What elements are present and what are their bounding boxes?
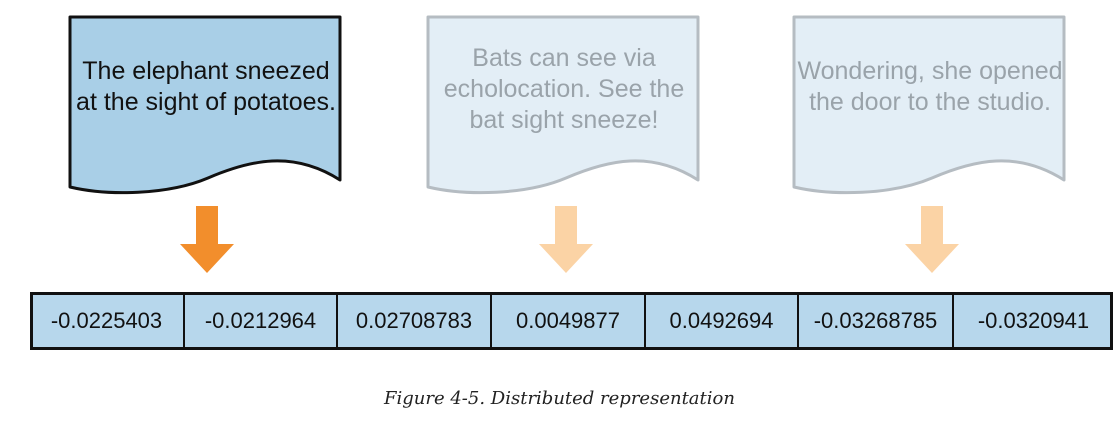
document-shape-3 <box>792 15 1066 195</box>
document-line: Bats can see via <box>472 43 656 72</box>
document-shape-1 <box>68 15 342 195</box>
vector-cell: 0.02708783 <box>338 292 492 350</box>
embedding-vector: -0.0225403 -0.0212964 0.02708783 0.00498… <box>30 292 1113 350</box>
document-text-3: Wondering, she opened the door to the st… <box>792 22 1068 152</box>
vector-cell: 0.0049877 <box>492 292 646 350</box>
vector-cell: -0.0212964 <box>185 292 338 350</box>
vector-cell: 0.0492694 <box>646 292 799 350</box>
vector-cell: -0.0225403 <box>30 292 185 350</box>
document-card-2: Bats can see via echolocation. See the b… <box>426 0 702 200</box>
down-arrow-icon <box>180 206 234 273</box>
document-line: Wondering, she opened <box>797 57 1063 85</box>
vector-cells: -0.0225403 -0.0212964 0.02708783 0.00498… <box>30 292 1113 350</box>
document-line: echolocation. See the <box>443 74 685 103</box>
vector-cell: -0.0320941 <box>977 308 1090 333</box>
document-text-1: The elephant sneezed at the sight of pot… <box>68 22 344 152</box>
down-arrow-icon <box>539 206 593 273</box>
document-line: at the sight of potatoes. <box>76 88 336 116</box>
down-arrow-icon <box>905 206 959 273</box>
document-card-1: The elephant sneezed at the sight of pot… <box>68 0 344 200</box>
document-text-2: Bats can see via echolocation. See the b… <box>426 24 702 154</box>
document-line: the door to the studio. <box>809 88 1051 116</box>
document-line: bat sight sneeze! <box>469 105 659 134</box>
vector-frame <box>30 292 1113 350</box>
document-card-3: Wondering, she opened the door to the st… <box>792 0 1068 200</box>
figure-caption: Figure 4-5. Distributed representation <box>384 388 735 409</box>
document-shape-2 <box>426 15 700 195</box>
vector-cell: -0.03268785 <box>799 292 954 350</box>
document-line: The elephant sneezed <box>82 57 330 85</box>
